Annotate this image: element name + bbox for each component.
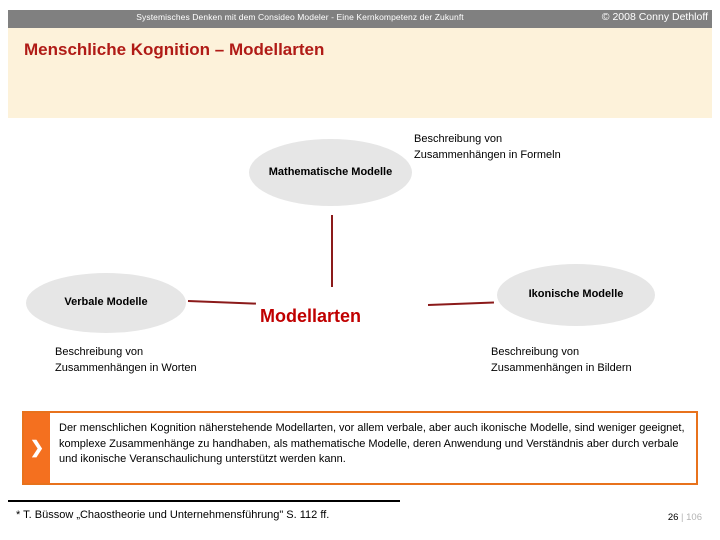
diagram-center-label: Modellarten — [260, 306, 362, 326]
page-number-current: 26 — [667, 512, 679, 523]
connector-math-to-center — [331, 215, 333, 287]
connector-verbal-to-center — [187, 300, 256, 305]
title-band — [8, 10, 712, 118]
page-number-total: 106 — [686, 512, 702, 523]
page-title: Menschliche Kognition – Modellarten — [24, 40, 325, 59]
node-verbale-modelle: Verbale Modelle — [26, 273, 186, 333]
header-title: Systemisches Denken mit dem Consideo Mod… — [136, 12, 464, 22]
footnote-text: * T. Büssow „Chaostheorie und Unternehme… — [16, 509, 330, 521]
caption-mathematische-modelle: Beschreibung von Zusammenhängen in Forme… — [414, 133, 561, 161]
connector-ikonisch-to-center — [427, 301, 494, 306]
node-ikonische-modelle: Ikonische Modelle — [497, 264, 655, 326]
header-bar — [8, 10, 712, 28]
caption-ikonische-modelle: Beschreibung von Zusammenhängen in Bilde… — [491, 346, 632, 374]
page-number-separator: | — [678, 512, 687, 523]
callout-text: Der menschlichen Kognition näherstehende… — [59, 422, 685, 466]
header-copyright: © 2008 Conny Dethloff — [601, 11, 708, 23]
footnote-divider — [8, 500, 400, 502]
chevron-right-icon: ❯ — [24, 413, 50, 483]
caption-verbale-modelle: Beschreibung von Zusammenhängen in Worte… — [55, 346, 197, 374]
page-number: 26 | 106 — [668, 512, 702, 523]
callout-box: ❯ Der menschlichen Kognition näherstehen… — [22, 411, 698, 485]
node-mathematische-modelle: Mathematische Modelle — [249, 139, 412, 206]
